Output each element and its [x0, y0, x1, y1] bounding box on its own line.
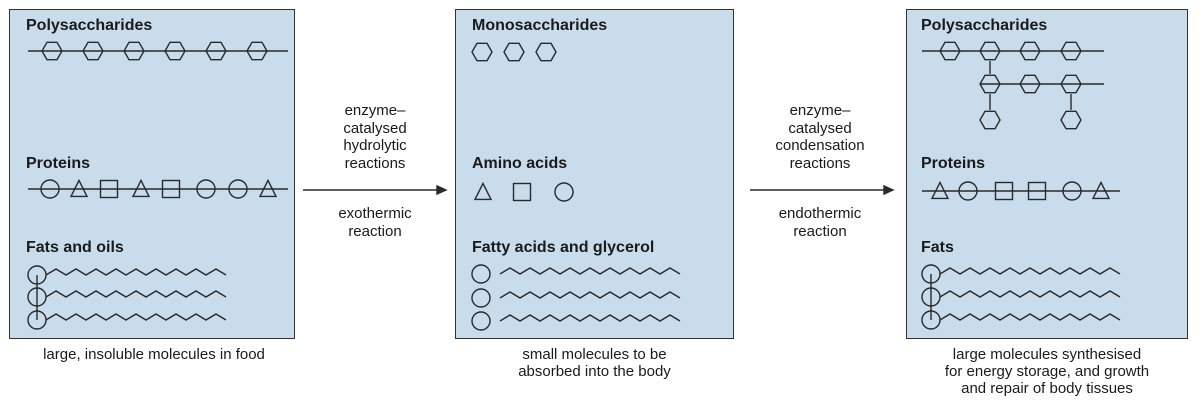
- arrow-1-process-line: catalysed: [343, 119, 407, 137]
- arrow-2-energy-line: endothermic: [778, 205, 862, 222]
- caption-line: and repair of body tissues: [961, 380, 1133, 397]
- hexagon-sugar-unit: [1019, 41, 1041, 61]
- hexagon-sugar-unit: [535, 42, 557, 62]
- arrow-2-process-line: reactions: [789, 154, 851, 172]
- caption-line: absorbed into the body: [518, 363, 671, 380]
- heading-fatty-acids-and-glycerol: Fatty acids and glycerol: [472, 239, 655, 256]
- arrow-1-process-label: enzyme– catalysed hydrolytic reactions: [315, 102, 435, 172]
- fatty-acid-chain: [939, 313, 1121, 321]
- arrow-head: [883, 184, 895, 196]
- triangle-unit: [1091, 180, 1111, 200]
- arrow-1-process-line: reactions: [344, 154, 406, 172]
- caption-small-molecules: small molecules to be absorbed into the …: [455, 346, 734, 380]
- arrow-1-energy-line: exothermic: [338, 205, 412, 222]
- caption-food-molecules: large, insoluble molecules in food: [9, 346, 299, 363]
- circle-unit: [196, 179, 216, 199]
- arrow-1-process-line: enzyme–: [344, 102, 406, 119]
- caption-line: large molecules synthesised: [952, 346, 1142, 363]
- fatty-acid-chain: [45, 290, 227, 298]
- hexagon-sugar-unit: [1060, 41, 1082, 61]
- square-unit: [512, 182, 532, 202]
- square-unit: [99, 179, 119, 199]
- fatty-acid-chain: [45, 268, 227, 276]
- circle-unit: [40, 179, 60, 199]
- arrow-2-process-line: catalysed: [788, 119, 852, 137]
- triangle-unit: [473, 181, 493, 201]
- heading-fats-and-oils: Fats and oils: [26, 239, 124, 256]
- hexagon-sugar-unit: [471, 42, 493, 62]
- fatty-acid-chain: [939, 267, 1121, 275]
- panel-synthesised-molecules: [906, 9, 1188, 339]
- hexagon-sugar-unit: [1060, 74, 1082, 94]
- hexagon-sugar-unit: [1019, 74, 1041, 94]
- circle-unit: [228, 179, 248, 199]
- triangle-unit: [69, 178, 89, 198]
- fatty-acid-chain: [939, 290, 1121, 298]
- panel-food-molecules: [9, 9, 295, 339]
- circle-unit: [471, 311, 491, 331]
- circle-unit: [554, 182, 574, 202]
- square-unit: [161, 179, 181, 199]
- circle-unit: [471, 264, 491, 284]
- hexagon-sugar-unit: [41, 41, 63, 61]
- triangle-unit: [131, 178, 151, 198]
- heading-polysaccharides-synthesised: Polysaccharides: [921, 17, 1048, 34]
- arrow-2-process-label: enzyme– catalysed condensation reactions: [755, 102, 885, 172]
- arrow-2-process-line: condensation: [775, 137, 865, 154]
- circle-unit: [1062, 181, 1082, 201]
- heading-monosaccharides: Monosaccharides: [472, 17, 608, 34]
- hexagon-sugar-unit: [979, 41, 1001, 61]
- arrow-1-process-line: hydrolytic: [343, 137, 407, 154]
- fatty-acid-chain: [45, 313, 227, 321]
- triangle-unit: [930, 180, 950, 200]
- hexagon-sugar-unit: [164, 41, 186, 61]
- heading-fats-synthesised: Fats: [921, 239, 954, 256]
- square-unit: [1027, 181, 1047, 201]
- heading-polysaccharides: Polysaccharides: [26, 17, 153, 34]
- heading-proteins: Proteins: [26, 155, 91, 172]
- hexagon-sugar-unit: [205, 41, 227, 61]
- arrow-1-energy-line: reaction: [348, 222, 402, 240]
- arrow-2-energy-label: endothermic reaction: [755, 205, 885, 240]
- fatty-acid-chain: [499, 314, 681, 322]
- arrow-1-energy-label: exothermic reaction: [315, 205, 435, 240]
- heading-proteins-synthesised: Proteins: [921, 155, 986, 172]
- caption-line: for energy storage, and growth: [944, 363, 1150, 380]
- fatty-acid-chain: [499, 267, 681, 275]
- arrow-head: [436, 184, 448, 196]
- square-unit: [994, 181, 1014, 201]
- heading-amino-acids: Amino acids: [472, 155, 568, 172]
- hexagon-sugar-unit: [123, 41, 145, 61]
- hexagon-sugar-unit: [503, 42, 525, 62]
- fatty-acid-chain: [499, 291, 681, 299]
- caption-synthesised-molecules: large molecules synthesised for energy s…: [900, 346, 1194, 397]
- caption-line: large, insoluble molecules in food: [43, 346, 265, 363]
- hexagon-sugar-unit: [1060, 110, 1082, 130]
- arrow-2-energy-line: reaction: [793, 222, 847, 240]
- caption-line: small molecules to be: [522, 346, 667, 363]
- hexagon-sugar-unit: [979, 110, 1001, 130]
- triangle-unit: [258, 178, 278, 198]
- panel-small-molecules: [455, 9, 734, 339]
- hexagon-sugar-unit: [939, 41, 961, 61]
- hexagon-sugar-unit: [246, 41, 268, 61]
- circle-unit: [958, 181, 978, 201]
- hexagon-sugar-unit: [82, 41, 104, 61]
- arrow-2-process-line: enzyme–: [789, 102, 851, 119]
- circle-unit: [471, 288, 491, 308]
- hexagon-sugar-unit: [979, 74, 1001, 94]
